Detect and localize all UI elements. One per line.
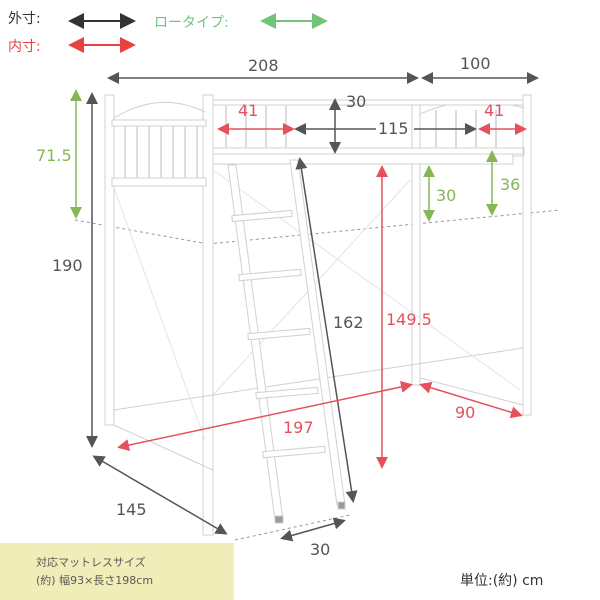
unit-label: 単位:(約) cm — [460, 573, 544, 589]
legend-arrows — [68, 13, 328, 53]
mattress-size: (約) 幅93×長さ198cm — [36, 574, 154, 587]
legend-outer-label: 外寸: — [8, 11, 41, 27]
inner-dimension-lines — [117, 123, 527, 469]
dim-width-top: 208 — [248, 56, 279, 75]
bed-frame — [104, 94, 532, 536]
dim-inner-length: 197 — [283, 418, 314, 437]
dim-inner-right: 41 — [484, 101, 505, 120]
floor-guides — [74, 209, 561, 541]
dim-ladder-width: 30 — [310, 540, 331, 559]
mattress-size-box: 対応マットレスサイズ (約) 幅93×長さ198cm — [0, 543, 234, 600]
dim-low-30: 30 — [436, 186, 457, 205]
dim-depth-top: 100 — [460, 54, 491, 73]
dim-low-type-height: 71.5 — [36, 146, 72, 165]
dim-ladder-length: 162 — [333, 313, 364, 332]
ladder — [227, 159, 346, 524]
mattress-title: 対応マットレスサイズ — [36, 556, 146, 569]
dim-total-height: 190 — [52, 256, 83, 275]
dim-inner-left: 41 — [238, 101, 259, 120]
dim-guard-height: 30 — [346, 92, 367, 111]
dim-under-clearance: 149.5 — [386, 310, 432, 329]
dim-low-36: 36 — [500, 175, 521, 194]
dim-inner-depth: 90 — [455, 403, 476, 422]
headboard-spindles — [124, 105, 497, 178]
dim-opening-width: 115 — [378, 119, 409, 138]
legend-inner-label: 内寸: — [8, 39, 41, 55]
low-type-dimension-lines — [70, 89, 498, 222]
legend-low-type-label: ロータイプ: — [154, 15, 229, 31]
dim-ladder-depth: 145 — [116, 500, 147, 519]
